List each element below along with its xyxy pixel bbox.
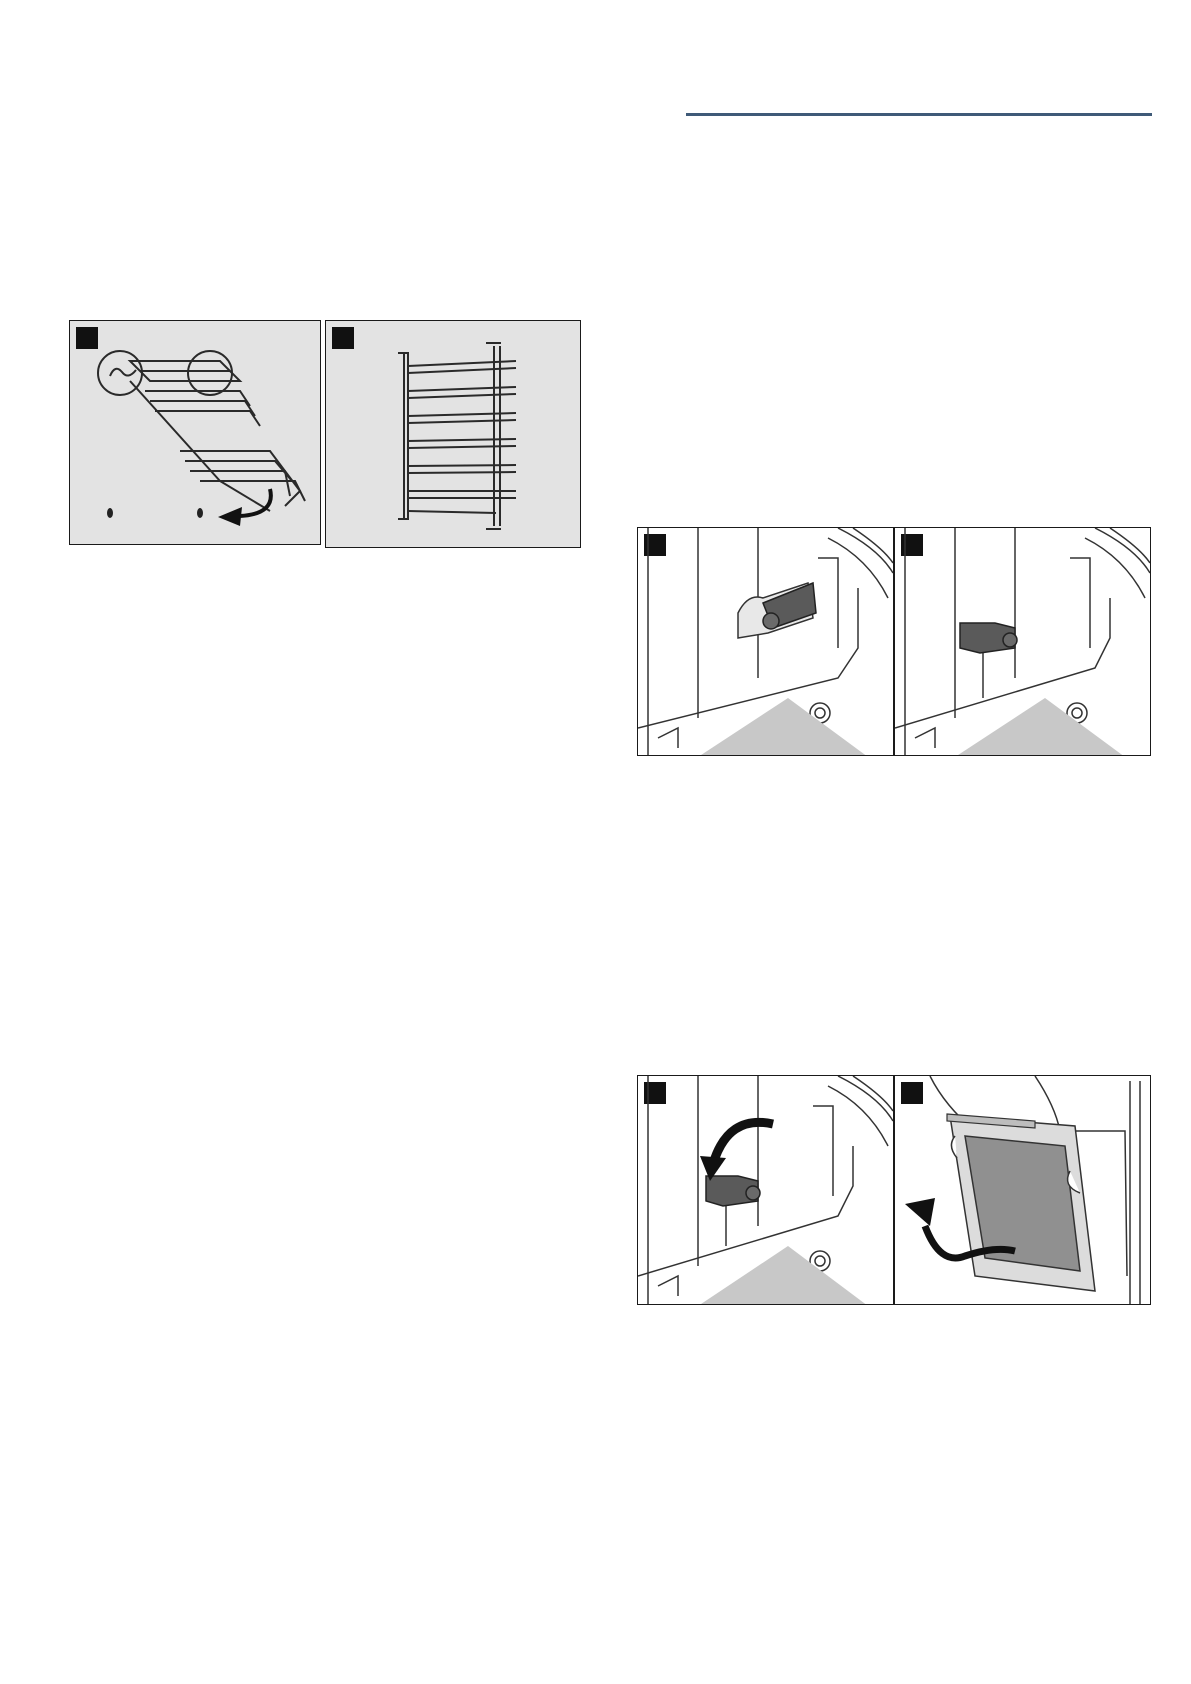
figure-rack-step-1 (69, 320, 321, 545)
hinge-locked-illustration (895, 528, 1151, 755)
figure-door-step-2 (895, 1076, 1151, 1304)
hinge-fold-illustration (638, 1076, 893, 1304)
figure-hinge-step-2 (895, 528, 1151, 755)
header-rule (686, 113, 1152, 116)
door-lift-illustration (895, 1076, 1151, 1304)
figure-door-step-1 (638, 1076, 893, 1304)
figure-door-removal (637, 1075, 1151, 1305)
figure-hinge-step-1 (638, 528, 893, 755)
hinge-unlocked-illustration (638, 528, 893, 755)
figure-rack-step-2 (325, 320, 581, 548)
figure-hinge-lock (637, 527, 1151, 756)
rack-front-illustration (326, 321, 581, 548)
rack-angled-illustration (70, 321, 321, 545)
